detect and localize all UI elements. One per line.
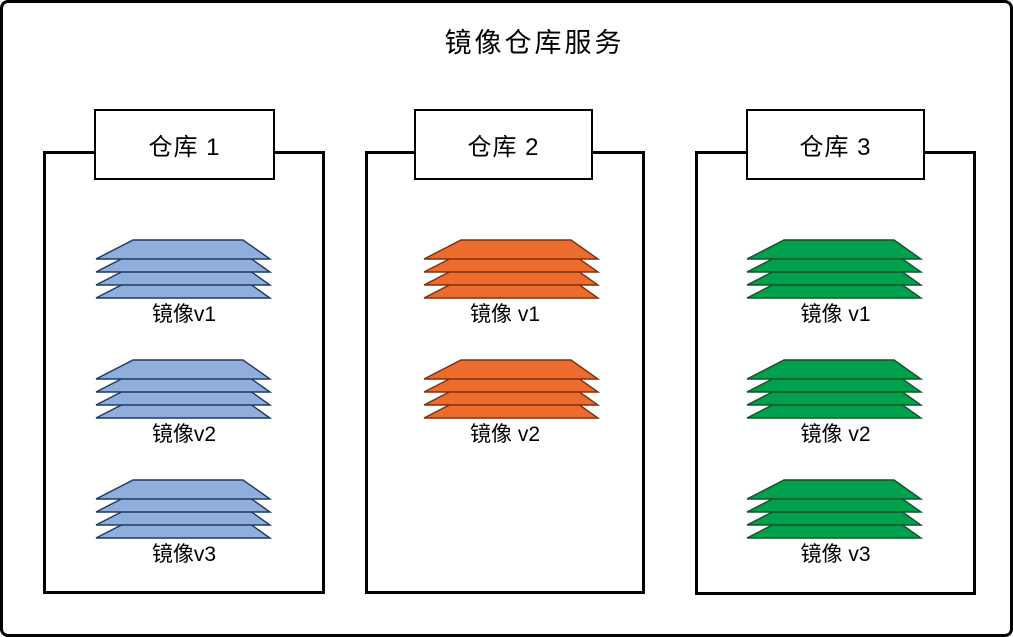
repo-2-label-box: 仓库 2	[414, 109, 593, 180]
repo-3-image-v1-stack	[746, 239, 922, 299]
repo-3-label-box: 仓库 3	[746, 109, 925, 180]
repo-3-label: 仓库 3	[799, 134, 872, 161]
repo-2-image-v2-label: 镜像 v2	[469, 423, 540, 446]
repo-1-label-box: 仓库 1	[94, 109, 275, 180]
repo-1-image-v3-label: 镜像v3	[151, 543, 217, 566]
repo-2-image-v1-stack	[423, 239, 599, 299]
repo-1-image-v2-label: 镜像v2	[151, 423, 217, 446]
repo-1-image-v3-stack	[95, 479, 271, 539]
repo-3-image-v2-label: 镜像 v2	[800, 423, 871, 446]
repo-1-label: 仓库 1	[148, 134, 221, 161]
repo-1-image-v2-stack	[95, 359, 271, 419]
repo-3-image-v1-label: 镜像 v1	[800, 303, 871, 326]
repo-3-image-v3-stack	[746, 479, 922, 539]
repo-2-image-v1-label: 镜像 v1	[469, 303, 540, 326]
diagram-title: 镜像仓库服务	[444, 28, 625, 58]
repo-1-image-v1-stack	[95, 239, 271, 299]
repo-1-image-v1-label: 镜像v1	[151, 303, 217, 326]
repo-2-label: 仓库 2	[467, 134, 540, 161]
repo-3-image-v3-label: 镜像 v3	[800, 543, 871, 566]
repo-2-image-v2-stack	[423, 359, 599, 419]
repo-3-image-v2-stack	[746, 359, 922, 419]
